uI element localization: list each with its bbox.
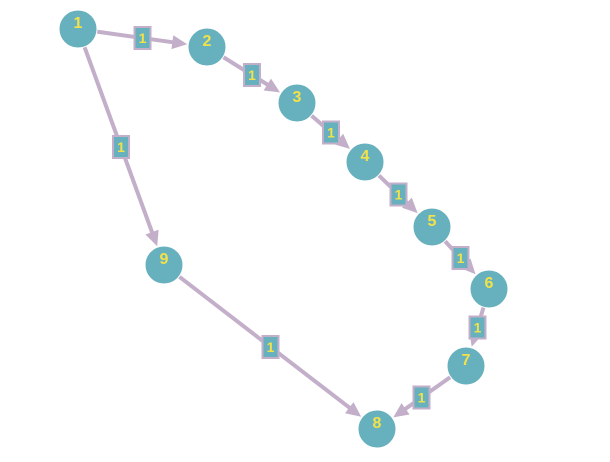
node-label: 5 <box>428 213 437 230</box>
node-label: 7 <box>462 352 471 369</box>
edge-weight-label: 1 <box>139 30 147 46</box>
node-label: 8 <box>373 415 382 432</box>
edge-label-7-8: 1 <box>412 385 431 410</box>
edge-label-2-3: 1 <box>243 63 261 87</box>
edge-weight-label: 1 <box>395 187 403 203</box>
node-circle[interactable] <box>187 27 227 67</box>
node-7[interactable]: 7 <box>446 346 486 386</box>
node-1[interactable]: 1 <box>58 9 98 49</box>
arrowhead-icon <box>145 229 159 247</box>
edge-label-box <box>468 315 487 340</box>
node-circle[interactable] <box>446 346 486 386</box>
node-circle[interactable] <box>345 142 385 182</box>
edge-label-box <box>112 135 130 159</box>
edge-label-box <box>133 26 152 50</box>
edge-weight-label: 1 <box>248 67 256 83</box>
edge-label-3-4: 1 <box>322 120 340 145</box>
edge-label-1-9: 1 <box>112 135 130 159</box>
node-8[interactable]: 8 <box>357 409 397 449</box>
node-circle[interactable] <box>469 269 509 309</box>
node-3[interactable]: 3 <box>277 83 317 123</box>
arrowhead-icon <box>334 133 350 149</box>
edge-label-box <box>261 335 280 359</box>
edge-label-box <box>322 120 340 145</box>
node-circle[interactable] <box>58 9 98 49</box>
node-circle[interactable] <box>412 207 452 247</box>
arrowhead-icon <box>263 78 280 93</box>
nodes-layer: 1 2 3 4 5 6 7 8 9 <box>58 9 509 449</box>
arrowhead-icon <box>171 35 188 50</box>
edge-labels-layer: 1 1 1 1 1 1 1 1 1 <box>112 26 487 410</box>
arrowhead-icon <box>345 402 362 417</box>
node-9[interactable]: 9 <box>144 245 184 285</box>
node-label: 6 <box>485 275 494 292</box>
edge-label-6-7: 1 <box>468 315 487 340</box>
node-circle[interactable] <box>144 245 184 285</box>
edge-label-1-2: 1 <box>133 26 152 50</box>
node-label: 3 <box>293 89 302 106</box>
arrowhead-icon <box>402 197 418 214</box>
node-label: 4 <box>361 148 370 165</box>
node-circle[interactable] <box>277 83 317 123</box>
edge-weight-label: 1 <box>474 320 482 336</box>
node-label: 2 <box>203 33 212 50</box>
edge-label-box <box>389 182 408 207</box>
edge-label-box <box>243 63 261 87</box>
edge-label-9-8: 1 <box>261 335 280 359</box>
edge-weight-label: 1 <box>267 339 275 355</box>
edge-weight-label: 1 <box>418 390 426 406</box>
edge-weight-label: 1 <box>117 139 125 155</box>
edge-label-box <box>451 246 470 270</box>
node-label: 1 <box>74 15 83 32</box>
arrowhead-icon <box>393 403 410 418</box>
node-2[interactable]: 2 <box>187 27 227 67</box>
edge-weight-label: 1 <box>327 125 335 141</box>
node-6[interactable]: 6 <box>469 269 509 309</box>
node-label: 9 <box>160 251 169 268</box>
node-4[interactable]: 4 <box>345 142 385 182</box>
edge-label-box <box>412 385 431 410</box>
edge-label-4-5: 1 <box>389 182 408 207</box>
node-5[interactable]: 5 <box>412 207 452 247</box>
edge-weight-label: 1 <box>457 250 465 266</box>
node-circle[interactable] <box>357 409 397 449</box>
edge-label-5-6: 1 <box>451 246 470 270</box>
